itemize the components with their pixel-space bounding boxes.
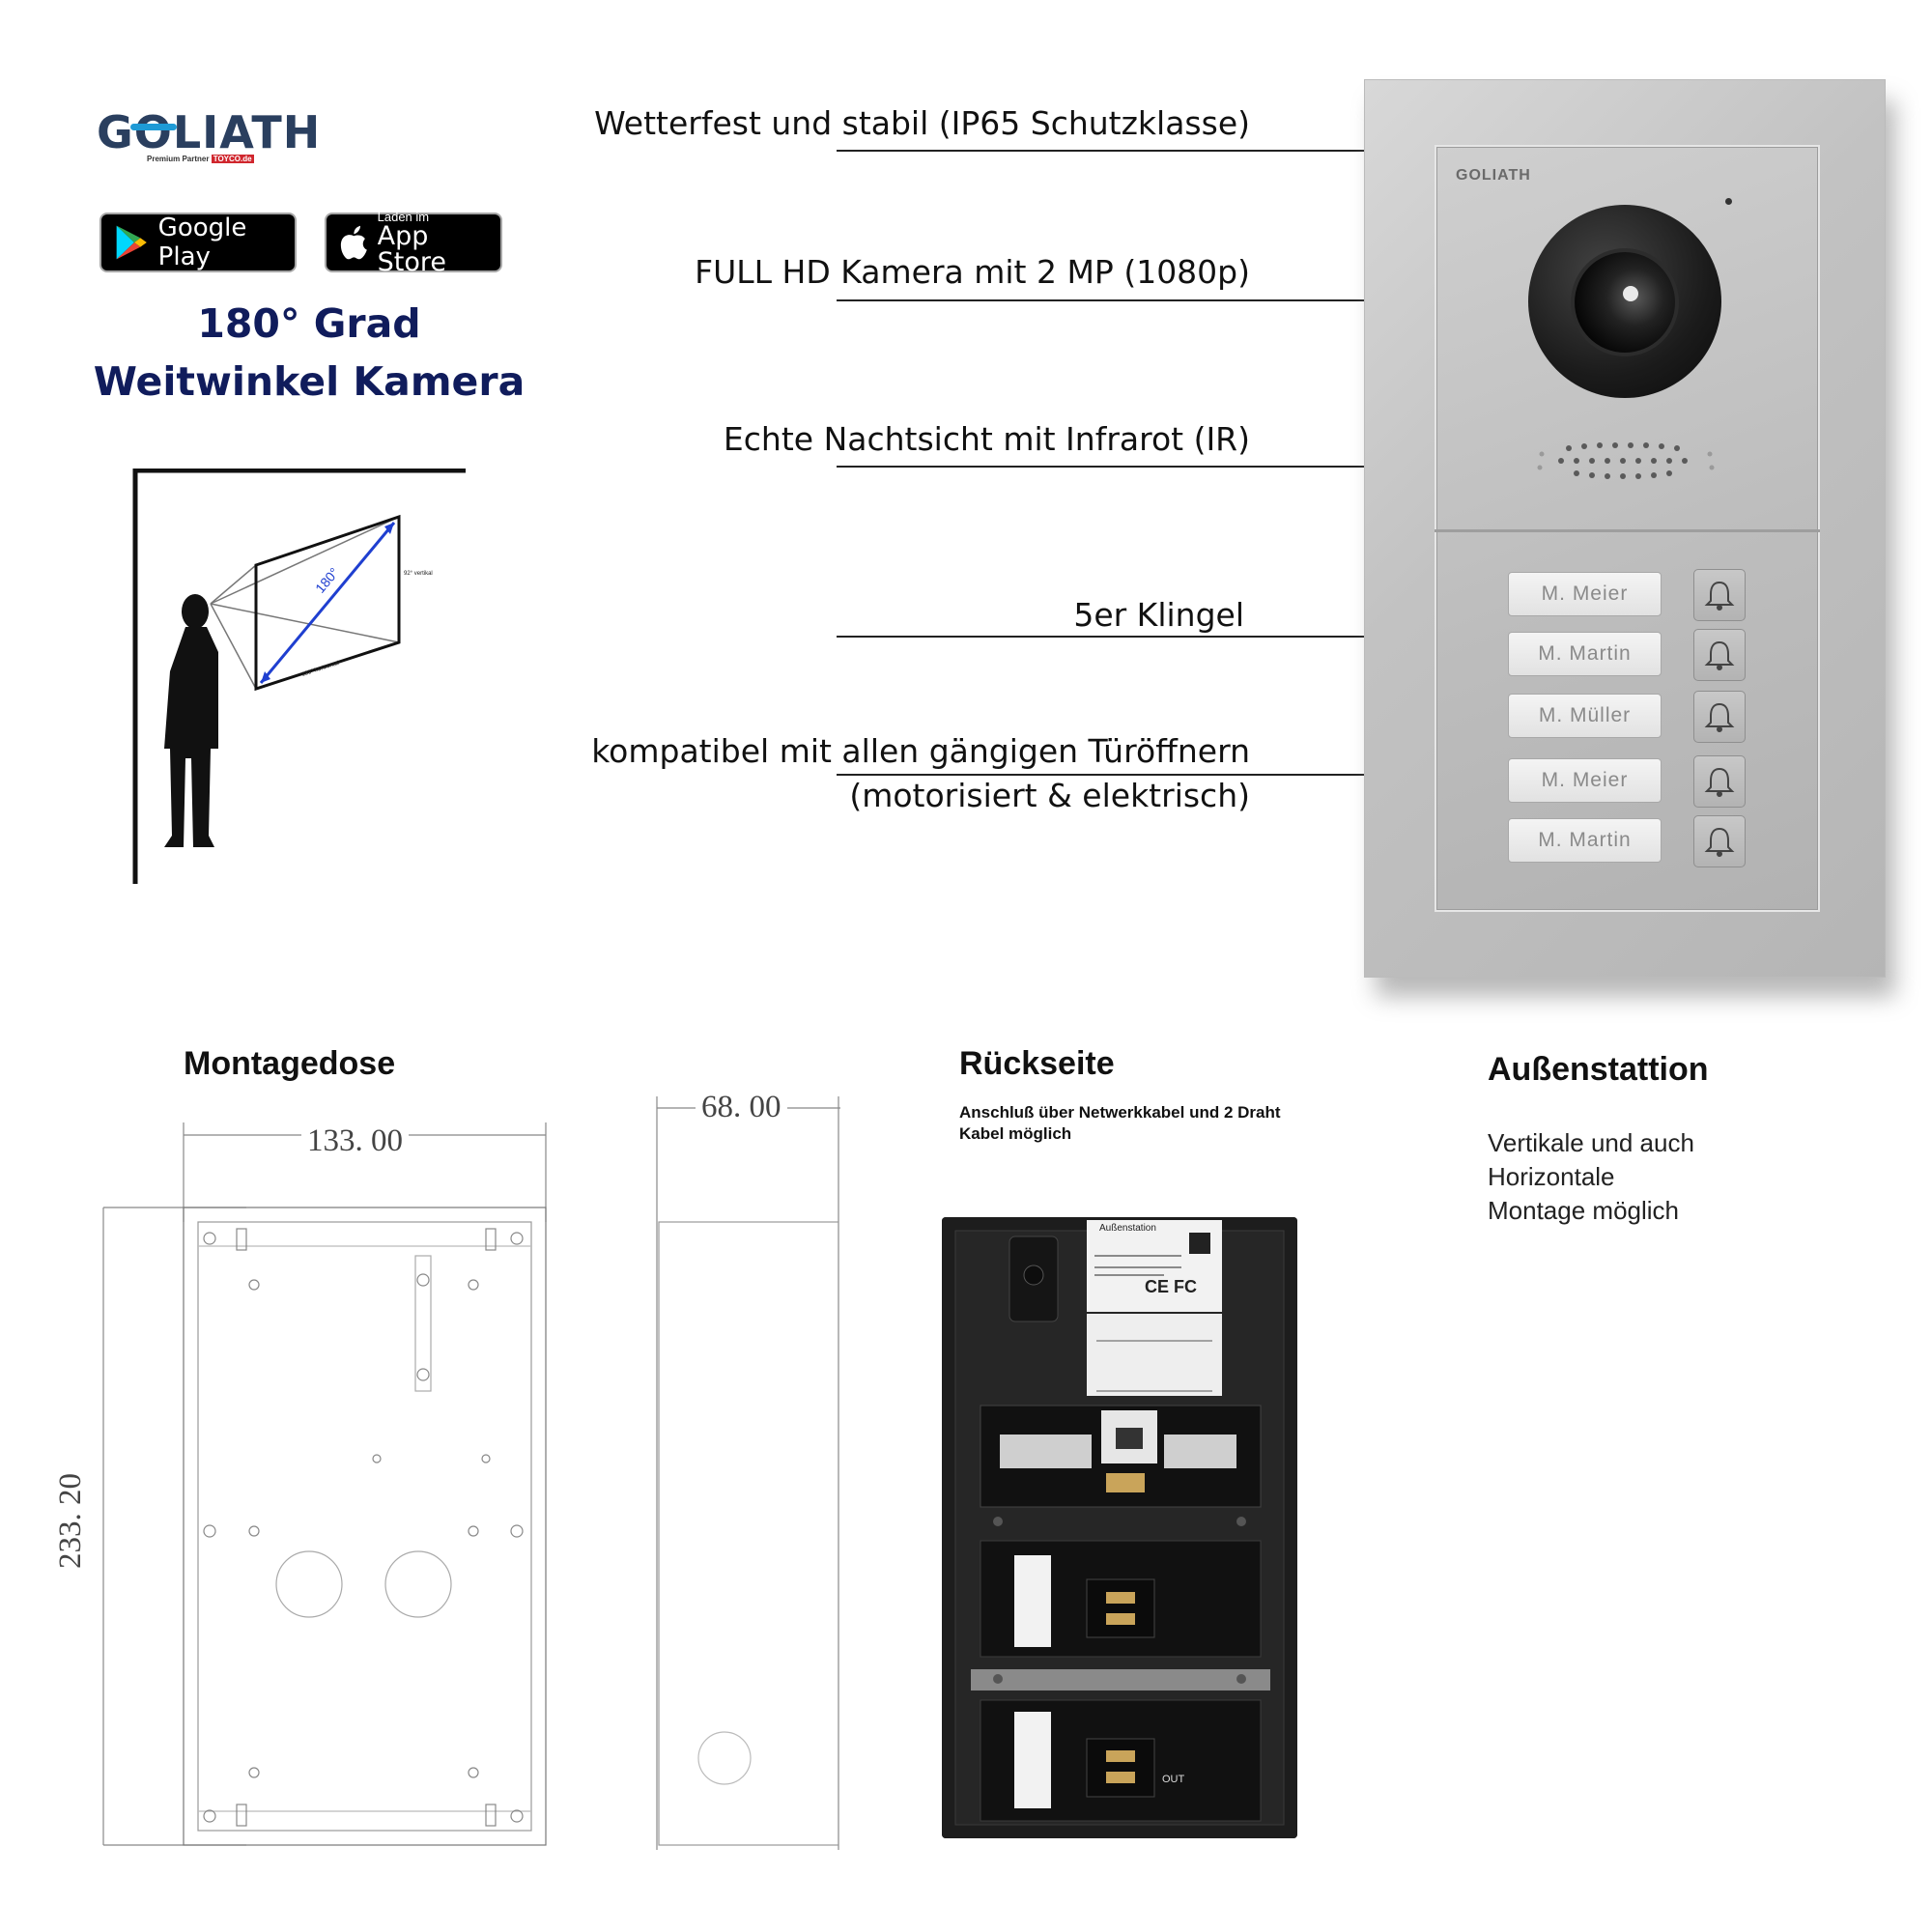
feature-night-vision: Echte Nachtsicht mit Infrarot (IR) bbox=[723, 420, 1250, 458]
logo-sub-text: Premium Partner bbox=[147, 155, 210, 163]
app-store-small-label: Laden im bbox=[377, 209, 430, 224]
feature-line-2 bbox=[837, 299, 1366, 301]
name-plate-4: M. Meier bbox=[1508, 758, 1662, 803]
name-plate-2: M. Martin bbox=[1508, 632, 1662, 676]
logo-sub-mark: TOYCO.de bbox=[211, 155, 254, 163]
name-plate-3: M. Müller bbox=[1508, 694, 1662, 738]
view-angle-diagram: 180° 92° vertikal 180° horizontal bbox=[132, 469, 466, 884]
person-silhouette bbox=[164, 594, 218, 847]
bell-icon bbox=[1704, 640, 1735, 670]
feature-line-5 bbox=[837, 774, 1366, 776]
logo-letters-rest: LIATH bbox=[172, 106, 322, 158]
montagedose-title: Montagedose bbox=[184, 1045, 396, 1082]
headline-line2: Weitwinkel Kamera bbox=[93, 358, 526, 405]
panel-logo: GOLIATH bbox=[1456, 167, 1531, 184]
google-play-label: Google Play bbox=[157, 213, 247, 271]
aussenstation-line-2: Horizontale bbox=[1488, 1162, 1615, 1191]
mounting-box-front-drawing bbox=[102, 1122, 547, 1846]
rueckseite-note: Anschluß über Netwerkkabel und 2 Draht K… bbox=[959, 1103, 1281, 1144]
microphone-dot bbox=[1725, 198, 1732, 205]
feature-camera: FULL HD Kamera mit 2 MP (1080p) bbox=[695, 253, 1250, 291]
bell-button-1[interactable] bbox=[1693, 569, 1746, 621]
aussenstation-title: Außenstattion bbox=[1488, 1051, 1709, 1088]
bell-button-5[interactable] bbox=[1693, 815, 1746, 867]
feature-compatible-sub: (motorisiert & elektrisch) bbox=[849, 777, 1250, 814]
feature-weatherproof: Wetterfest und stabil (IP65 Schutzklasse… bbox=[594, 104, 1250, 142]
bell-icon bbox=[1704, 767, 1735, 797]
logo-letter-g: G bbox=[97, 106, 134, 158]
name-plate-1: M. Meier bbox=[1508, 572, 1662, 616]
back-panel-photo: Außenstation CE FC OUT bbox=[942, 1217, 1297, 1838]
view-plane-frame bbox=[254, 514, 401, 692]
speaker-grille-icon bbox=[1537, 442, 1715, 479]
back-panel-graphic bbox=[942, 1217, 1297, 1838]
google-play-badge[interactable]: Google Play bbox=[99, 213, 297, 272]
sticker-title: Außenstation bbox=[1099, 1223, 1156, 1234]
angle-arrow bbox=[259, 522, 396, 684]
vertical-angle-label: 92° vertikal bbox=[404, 571, 433, 577]
angle-arrow-head-bottom bbox=[261, 671, 270, 683]
goliath-logo: GOLIATH bbox=[97, 106, 321, 158]
feature-line-1 bbox=[837, 150, 1366, 152]
headline-line1: 180° Grad bbox=[197, 300, 421, 347]
camera-lens-icon bbox=[1575, 252, 1675, 353]
feature-compatible: kompatibel mit allen gängigen Türöffnern bbox=[591, 732, 1250, 770]
aussenstation-line-1: Vertikale und auch bbox=[1488, 1128, 1694, 1157]
feature-line-3 bbox=[837, 466, 1366, 468]
bell-button-2[interactable] bbox=[1693, 629, 1746, 681]
bell-button-3[interactable] bbox=[1693, 691, 1746, 743]
bell-button-4[interactable] bbox=[1693, 755, 1746, 808]
aussenstation-line-3: Montage möglich bbox=[1488, 1196, 1679, 1225]
apple-icon bbox=[340, 225, 367, 260]
bell-icon bbox=[1704, 827, 1735, 857]
camera-glint bbox=[1623, 286, 1638, 301]
google-play-icon bbox=[116, 225, 147, 260]
port-label: OUT bbox=[1162, 1774, 1185, 1785]
logo-subline: Premium Partner TOYCO.de bbox=[147, 155, 254, 163]
feature-bells: 5er Klingel bbox=[1073, 596, 1244, 634]
app-store-badge[interactable]: Laden im App Store bbox=[325, 209, 502, 277]
horizontal-angle-label: 180° horizontal bbox=[301, 661, 340, 678]
view-cone-lines bbox=[210, 516, 400, 690]
sticker-ce-mark: CE FC bbox=[1145, 1277, 1197, 1296]
depth-dimension: 68. 00 bbox=[696, 1090, 787, 1125]
feature-line-4 bbox=[837, 636, 1366, 638]
face-divider bbox=[1435, 529, 1820, 532]
bell-icon bbox=[1704, 581, 1735, 611]
mounting-box-side-drawing bbox=[656, 1096, 840, 1850]
width-dimension: 133. 00 bbox=[301, 1123, 409, 1159]
logo-letter-o: O bbox=[129, 106, 177, 158]
rueckseite-title: Rückseite bbox=[959, 1045, 1115, 1082]
bell-icon bbox=[1704, 702, 1735, 732]
angle-arrow-head-top bbox=[384, 523, 394, 534]
height-dimension: 233. 20 bbox=[53, 1467, 89, 1575]
app-store-label: App Store bbox=[377, 220, 447, 277]
name-plate-5: M. Martin bbox=[1508, 818, 1662, 863]
